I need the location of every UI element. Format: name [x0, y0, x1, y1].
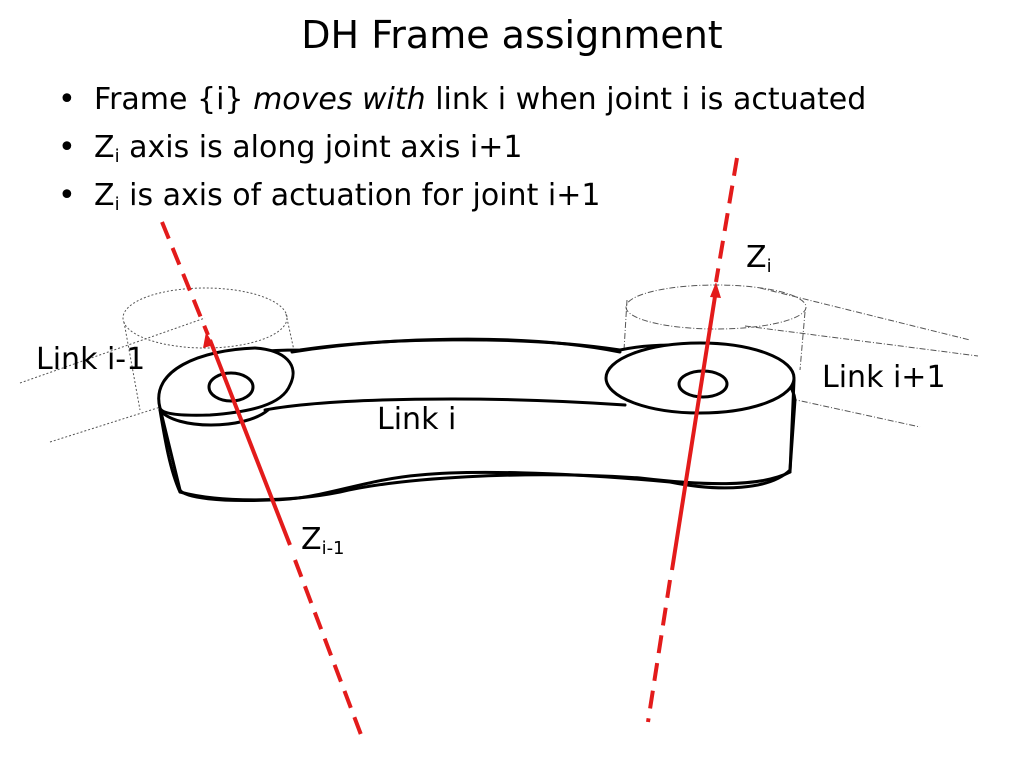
- bullet-text-italic: moves with: [253, 82, 426, 117]
- bullet-dot-icon: •: [58, 82, 76, 117]
- axis-z-cur-dashed-upper: [714, 157, 739, 283]
- label-axis-z-prev-sub: i-1: [321, 538, 345, 560]
- label-axis-z-prev-main: Z: [301, 522, 322, 557]
- label-axis-z-cur-main: Z: [746, 240, 767, 275]
- axis-z-prev-dashed-upper: [160, 221, 210, 336]
- slide-title: DH Frame assignment: [301, 13, 723, 57]
- bullet-text-part: link i when joint i is actuated: [425, 82, 867, 117]
- bullet-symbol: Z: [94, 130, 115, 165]
- label-link-cur-text: Link i: [377, 402, 457, 437]
- label-link-next: Link i+1: [822, 360, 946, 396]
- joint-hole-left: [207, 371, 255, 403]
- bullet-text-rest: axis is along joint axis i+1: [119, 130, 523, 165]
- label-axis-z-cur: Zi: [746, 240, 772, 276]
- ghost-link-next-edge-2: [744, 325, 979, 357]
- bullet-symbol-subscript: i: [114, 146, 120, 168]
- axis-z-prev: [160, 221, 365, 741]
- ghost-joint-prev-side-left: [123, 321, 141, 411]
- label-link-cur: Link i: [377, 402, 456, 438]
- axis-z-cur: [646, 157, 739, 723]
- ghost-link-prev-edge-top: [19, 317, 206, 384]
- link-left-end-bottom: [158, 408, 270, 427]
- link-body: [157, 337, 797, 502]
- bullet-item-zi-actuation: • Zi is axis of actuation for joint i+1: [56, 172, 866, 220]
- ghost-joint-prev-side-right: [285, 313, 296, 356]
- bullet-list: • Frame {i} moves with link i when joint…: [56, 76, 866, 220]
- link-bottom-edge: [178, 470, 792, 502]
- bullet-symbol: Z: [94, 178, 115, 213]
- axis-z-cur-arrowhead-icon: [710, 282, 721, 298]
- link-left-wall: [158, 408, 182, 494]
- label-link-prev: Link i-1: [36, 342, 145, 378]
- ghost-link-next-edge-1: [759, 287, 971, 341]
- label-axis-z-cur-sub: i: [766, 256, 772, 278]
- bullet-text-rest: is axis of actuation for joint i+1: [119, 178, 601, 213]
- label-link-next-text: Link i+1: [822, 360, 946, 395]
- bullet-item-frame-moves: • Frame {i} moves with link i when joint…: [56, 76, 866, 124]
- axis-z-prev-solid: [208, 339, 292, 546]
- axis-z-prev-dashed-lower: [293, 559, 365, 741]
- axis-z-cur-dashed-lower: [646, 579, 672, 723]
- axis-z-cur-solid: [670, 289, 718, 571]
- bullet-text-part: Frame {i}: [94, 82, 254, 117]
- label-axis-z-prev: Zi-1: [301, 522, 345, 558]
- ghost-joint-next-side-right: [799, 311, 806, 371]
- ghost-joint-next-side-left: [623, 299, 628, 351]
- link-right-wall: [788, 378, 796, 474]
- bullet-dot-icon: •: [58, 178, 76, 213]
- axis-z-prev-arrowhead-icon: [203, 332, 214, 348]
- link-top-edge-lower: [263, 397, 627, 412]
- bullet-symbol-subscript: i: [114, 194, 120, 216]
- bullet-dot-icon: •: [58, 130, 76, 165]
- label-link-prev-text: Link i-1: [36, 342, 146, 377]
- link-top-edge-upper: [290, 337, 622, 354]
- bullet-item-zi-along-axis: • Zi axis is along joint axis i+1: [56, 124, 866, 172]
